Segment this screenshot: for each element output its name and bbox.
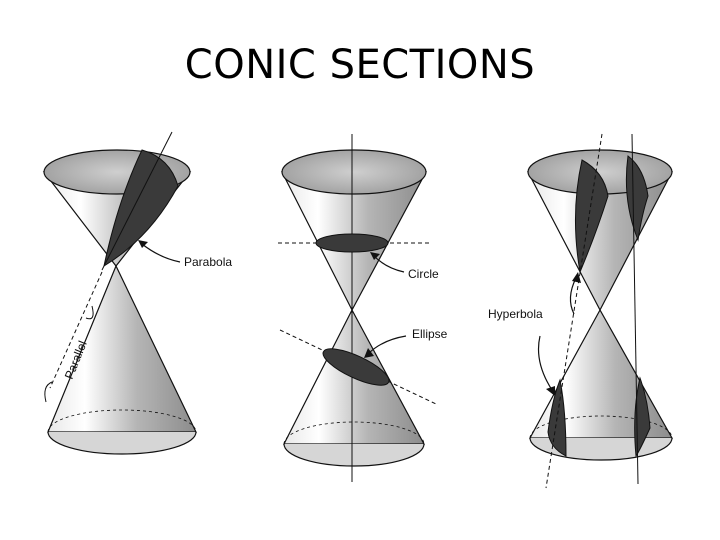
- bottom-rim-back: [283, 421, 425, 445]
- parabola-arrowhead: [138, 240, 148, 248]
- parallel-dashed-line: [49, 271, 103, 389]
- parallel-arrow-top: [85, 305, 94, 320]
- bottom-rim-back: [47, 409, 197, 433]
- hyperbola-lower-section-right: [634, 376, 651, 458]
- top-rim: [281, 149, 427, 195]
- bottom-rim-back: [529, 415, 673, 439]
- hyperbola-label: Hyperbola: [488, 307, 543, 321]
- hyperbola-upper-section-left: [574, 159, 609, 274]
- parabola-arrow: [141, 243, 181, 263]
- circle-ellipse-cone-group: Circle Ellipse: [278, 134, 448, 482]
- parabola-cone-group: Parabola Parallel: [42, 131, 232, 455]
- bottom-rim-front: [283, 443, 425, 467]
- cutting-plane-line: [101, 131, 173, 271]
- bottom-rim-front: [47, 431, 197, 455]
- lower-nappe: [47, 264, 197, 433]
- hyperbola-arrow-up: [569, 277, 577, 315]
- hyperbola-cone-group: Hyperbola: [488, 133, 674, 489]
- hyperbola-arrowhead-down: [546, 386, 555, 396]
- cutting-plane-line-right: [631, 133, 639, 485]
- slide-title: CONIC SECTIONS: [184, 42, 536, 88]
- circle-arrowhead: [370, 252, 380, 260]
- hyperbola-arrow-down: [537, 335, 553, 391]
- hyperbola-upper-section-right: [625, 155, 649, 242]
- hyperbola-arrowhead-up: [572, 272, 581, 283]
- circle-label: Circle: [408, 267, 439, 281]
- parabola-section: [103, 149, 179, 268]
- ellipse-label: Ellipse: [412, 327, 448, 341]
- circle-section: [315, 233, 389, 253]
- parallel-arrow-bottom: [44, 381, 53, 403]
- ellipse-section: [322, 348, 390, 386]
- ellipse-arrowhead: [364, 348, 374, 358]
- conic-sections-figure: Parabola Parallel Circle Ellipse: [42, 131, 674, 489]
- parabola-label: Parabola: [184, 255, 232, 269]
- cutting-plane-line-left: [545, 133, 603, 489]
